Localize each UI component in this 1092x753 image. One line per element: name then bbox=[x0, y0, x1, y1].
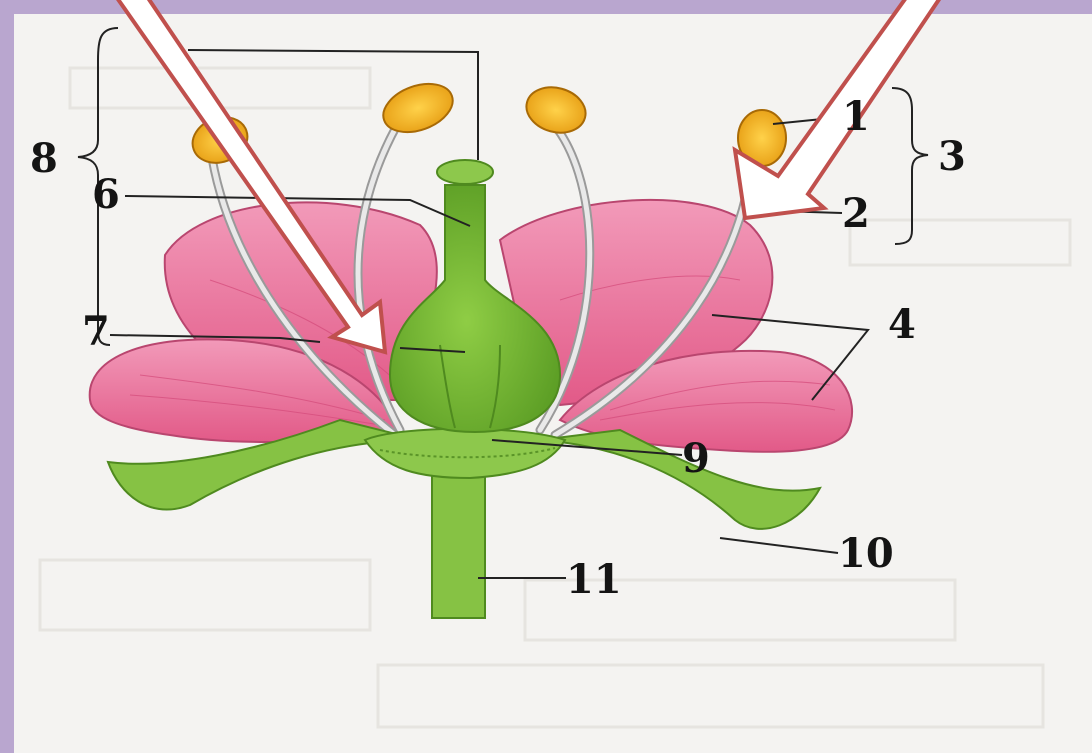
label-8: 8 bbox=[30, 135, 58, 182]
label-3: 3 bbox=[938, 133, 966, 180]
label-7: 7 bbox=[82, 308, 110, 355]
label-6: 6 bbox=[92, 171, 120, 218]
label-1: 1 bbox=[842, 93, 870, 140]
anthers bbox=[186, 75, 786, 170]
label-10: 10 bbox=[838, 530, 894, 577]
label-2: 2 bbox=[842, 190, 870, 237]
stem bbox=[432, 470, 485, 618]
label-9: 9 bbox=[682, 435, 710, 482]
arrow-right bbox=[735, 0, 942, 218]
receptacle bbox=[365, 429, 565, 478]
label-4: 4 bbox=[888, 301, 916, 348]
label-11: 11 bbox=[566, 556, 622, 603]
